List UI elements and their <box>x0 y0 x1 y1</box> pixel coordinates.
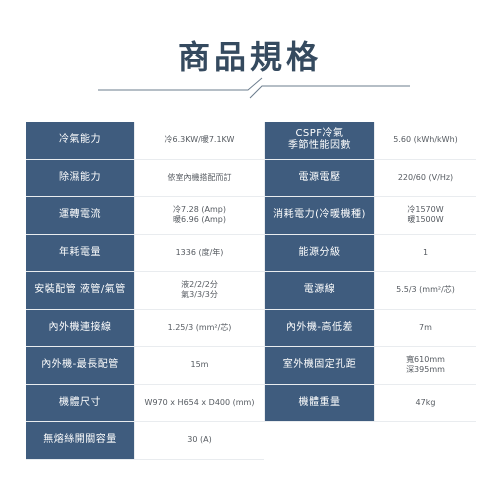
spec-value: 1 <box>375 234 476 271</box>
spec-value: 依室內機搭配而訂 <box>135 159 264 196</box>
spec-label: 冷氣能力 <box>26 122 134 159</box>
spec-label: CSPF冷氣 季節性能因數 <box>265 122 374 159</box>
spec-row: 年耗電量 1336 (度/年) 能源分級 1 <box>26 234 476 272</box>
spec-row: 安裝配管 液管/氣管 液2/2/2分 氣3/3/3分 電源線 5.5/3 (mm… <box>26 272 476 310</box>
spec-row: 冷氣能力 冷6.3KW/暖7.1KW CSPF冷氣 季節性能因數 5.60 (k… <box>26 122 476 160</box>
spec-label: 除濕能力 <box>26 159 134 196</box>
spec-value: 5.5/3 (mm²/芯) <box>375 272 476 309</box>
spec-label: 內外機-最長配管 <box>26 347 134 384</box>
spec-value: 1.25/3 (mm²/芯) <box>135 309 264 346</box>
spec-row: 無熔絲開關容量 30 (A) <box>26 422 476 460</box>
spec-label: 無熔絲開關容量 <box>26 422 134 459</box>
spec-label: 電源線 <box>265 272 374 309</box>
spec-label: 機體重量 <box>265 384 374 421</box>
page-title: 商品規格 <box>177 38 322 76</box>
spec-value: 15m <box>135 347 264 384</box>
spec-row: 內外機-最長配管 15m 室外機固定孔距 寬610mm 深395mm <box>26 347 476 385</box>
spec-label: 電源電壓 <box>265 159 374 196</box>
spec-label: 運轉電流 <box>26 197 134 234</box>
spec-value: 7m <box>375 309 476 346</box>
spec-value: 47kg <box>375 384 476 421</box>
spec-label: 能源分級 <box>265 234 374 271</box>
spec-label: 室外機固定孔距 <box>265 347 374 384</box>
spec-label: 機體尺寸 <box>26 384 134 421</box>
spec-row: 除濕能力 依室內機搭配而訂 電源電壓 220/60 (V/Hz) <box>26 159 476 197</box>
spec-label: 消耗電力(冷暖機種) <box>265 197 374 234</box>
spec-value: 冷6.3KW/暖7.1KW <box>135 122 264 159</box>
spec-value: 冷7.28 (Amp) 暖6.96 (Amp) <box>135 197 264 234</box>
spec-label: 年耗電量 <box>26 234 134 271</box>
title-underline <box>98 77 410 99</box>
spec-value: 液2/2/2分 氣3/3/3分 <box>135 272 264 309</box>
spec-row: 運轉電流 冷7.28 (Amp) 暖6.96 (Amp) 消耗電力(冷暖機種) … <box>26 197 476 235</box>
spec-value: 1336 (度/年) <box>135 234 264 271</box>
spec-label: 內外機-高低差 <box>265 309 374 346</box>
spec-value: 30 (A) <box>135 422 264 459</box>
spec-value: 冷1570W 暖1500W <box>375 197 476 234</box>
spec-value: 寬610mm 深395mm <box>375 347 476 384</box>
spec-row: 內外機連接線 1.25/3 (mm²/芯) 內外機-高低差 7m <box>26 309 476 347</box>
spec-label: 安裝配管 液管/氣管 <box>26 272 134 309</box>
spec-label: 內外機連接線 <box>26 309 134 346</box>
spec-value: W970 x H654 x D400 (mm) <box>135 384 264 421</box>
spec-row: 機體尺寸 W970 x H654 x D400 (mm) 機體重量 47kg <box>26 384 476 422</box>
spec-value: 5.60 (kWh/kWh) <box>375 122 476 159</box>
spec-value: 220/60 (V/Hz) <box>375 159 476 196</box>
